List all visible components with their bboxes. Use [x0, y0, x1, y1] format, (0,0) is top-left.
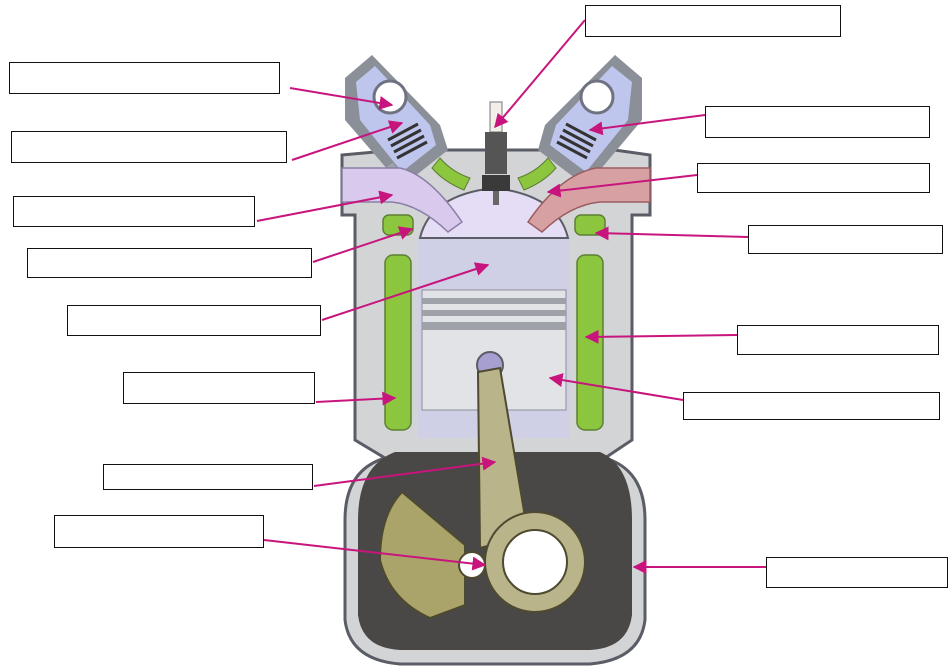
spark-plug: [482, 102, 510, 205]
exhaust-camshaft: [581, 81, 613, 113]
label-box-1[interactable]: [585, 5, 841, 37]
label-box-7[interactable]: [123, 372, 315, 404]
intake-camshaft: [374, 81, 406, 113]
coolant-jacket-left: [385, 255, 411, 430]
label-box-13[interactable]: [737, 325, 939, 355]
label-box-9[interactable]: [54, 515, 264, 548]
label-box-2[interactable]: [9, 62, 280, 94]
label-box-5[interactable]: [27, 248, 312, 278]
label-box-8[interactable]: [103, 464, 313, 490]
spark-plug-body: [485, 132, 507, 174]
crankpin: [503, 530, 567, 594]
coolant-jacket-upper-right: [575, 215, 605, 235]
label-box-12[interactable]: [748, 225, 943, 254]
label-box-14[interactable]: [683, 392, 940, 420]
label-box-4[interactable]: [13, 196, 255, 227]
spark-plug-tip: [490, 102, 502, 132]
piston-ring-2: [422, 310, 566, 316]
spark-plug-hex: [482, 175, 510, 191]
spark-plug-electrode: [493, 191, 499, 205]
label-box-15[interactable]: [766, 557, 948, 588]
piston-ring-3: [422, 322, 566, 330]
label-box-6[interactable]: [67, 305, 321, 336]
coolant-jacket-right: [577, 255, 603, 430]
label-box-11[interactable]: [697, 163, 930, 193]
coolant-jacket-upper-left: [383, 215, 413, 235]
label-box-3[interactable]: [11, 131, 287, 163]
label-box-10[interactable]: [705, 106, 930, 138]
piston-ring-1: [422, 298, 566, 304]
